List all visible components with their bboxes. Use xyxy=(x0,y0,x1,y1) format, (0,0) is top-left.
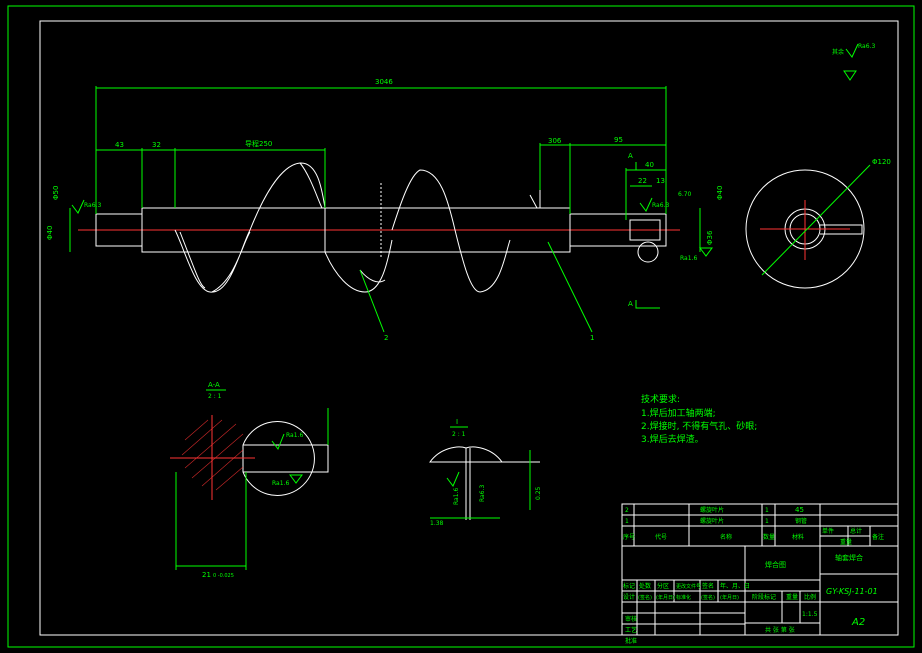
detail-scale: 2 : 1 xyxy=(452,431,466,438)
svg-text:分区: 分区 xyxy=(657,582,669,590)
corner-roughness: 其余 Ra6.3 xyxy=(832,43,875,81)
dim-key-c: 6.70 xyxy=(678,191,692,198)
svg-text:标准化: 标准化 xyxy=(676,594,691,601)
dim-detail: 0.25 xyxy=(535,486,542,500)
detail-i: I 2 : 1 0.25 1.38 Ra1.6 Ra6.3 xyxy=(429,418,542,527)
dim-right-sleeve: 306 xyxy=(548,137,562,145)
svg-text:螺旋叶片: 螺旋叶片 xyxy=(700,506,724,514)
dim-left-step: 32 xyxy=(152,141,161,149)
main-view: 3046 43 32 导程250 306 95 40 22 13 6.70 Φ5… xyxy=(46,78,724,342)
dim-section-width: 21 xyxy=(202,571,211,579)
section-scale: 2 : 1 xyxy=(208,393,222,400)
svg-text:45: 45 xyxy=(795,506,804,514)
section-a-a: A-A 2 : 1 21 0 -0.025 Ra1.6 Ra1.6 xyxy=(170,381,329,579)
svg-text:阶段标记: 阶段标记 xyxy=(752,593,776,601)
svg-text:代号: 代号 xyxy=(655,533,667,541)
svg-text:比例: 比例 xyxy=(804,593,816,601)
svg-text:标记: 标记 xyxy=(623,582,635,590)
svg-text:1: 1 xyxy=(625,518,629,525)
ra-detail-b: Ra6.3 xyxy=(479,485,486,502)
ra-section-top: Ra1.6 xyxy=(286,432,303,439)
dim-left-d1: Φ50 xyxy=(52,186,60,200)
spiral-flight-mid xyxy=(324,169,511,293)
svg-text:批准: 批准 xyxy=(625,637,637,645)
key-end-circle xyxy=(637,241,659,263)
svg-text:Ra6.3: Ra6.3 xyxy=(858,43,875,50)
svg-text:备注: 备注 xyxy=(872,533,884,541)
dim-left-d2: Φ40 xyxy=(46,226,54,240)
part-name: 轴套焊合 xyxy=(835,553,863,562)
dim-overall: 3046 xyxy=(375,78,393,86)
svg-text:序号: 序号 xyxy=(623,533,635,541)
svg-text:1: 1 xyxy=(765,507,769,514)
svg-text:2: 2 xyxy=(625,507,629,514)
dim-outer-dia: Φ120 xyxy=(872,158,891,166)
note-3: 3.焊后去焊渣。 xyxy=(641,433,704,445)
svg-text:重量: 重量 xyxy=(786,593,798,601)
svg-text:1: 1 xyxy=(765,518,769,525)
svg-text:更改文件号: 更改文件号 xyxy=(676,583,701,590)
drawing-name: 焊合图 xyxy=(765,560,786,569)
ra-right-top: Ra6.3 xyxy=(652,202,669,209)
svg-text:签名: 签名 xyxy=(702,582,714,590)
end-view: Φ120 xyxy=(745,158,891,289)
svg-text:工艺: 工艺 xyxy=(625,626,637,634)
scale-value: 1:1.5 xyxy=(802,611,818,618)
note-2: 2.焊接时, 不得有气孔、砂眼; xyxy=(641,420,757,432)
section-title: A-A xyxy=(208,381,220,389)
keyway xyxy=(629,219,661,241)
section-marker-top: A xyxy=(628,152,633,160)
svg-text:设计: 设计 xyxy=(623,593,635,601)
svg-text:(年月日): (年月日) xyxy=(720,594,739,601)
dim-right-end: 95 xyxy=(614,136,623,144)
dim-key-b: 13 xyxy=(656,177,665,185)
svg-text:钢管: 钢管 xyxy=(795,517,807,525)
ra-detail-a: Ra1.6 xyxy=(453,488,460,505)
svg-text:年、月、日: 年、月、日 xyxy=(720,582,750,590)
svg-text:(年月日): (年月日) xyxy=(656,594,675,601)
dim-right-d1: Φ40 xyxy=(716,186,724,200)
dim-detail-width: 1.38 xyxy=(430,520,444,527)
svg-text:审核: 审核 xyxy=(625,615,637,623)
svg-text:名称: 名称 xyxy=(720,533,732,541)
note-1: 1.焊后加工轴两端; xyxy=(641,407,716,419)
svg-text:数量: 数量 xyxy=(763,533,775,541)
svg-text:其余: 其余 xyxy=(832,48,844,56)
outer-frame xyxy=(7,5,915,648)
sheet-size: A2 xyxy=(851,617,865,628)
title-block xyxy=(621,503,899,636)
dim-key-a: 22 xyxy=(638,177,647,185)
balloon-1: 1 xyxy=(590,334,594,342)
svg-text:单件: 单件 xyxy=(822,527,834,535)
dim-right-d2: Φ36 xyxy=(706,230,714,245)
section-marker-bottom: A xyxy=(628,300,633,308)
ra-section-bottom: Ra1.6 xyxy=(272,480,289,487)
svg-text:重量: 重量 xyxy=(840,538,852,546)
right-shaft-end xyxy=(569,213,667,247)
dim-keyway-len: 40 xyxy=(645,161,654,169)
ra-right-bottom: Ra1.6 xyxy=(680,255,697,262)
notes-title: 技术要求: xyxy=(641,393,680,405)
svg-text:螺旋叶片: 螺旋叶片 xyxy=(700,517,724,525)
balloon-2: 2 xyxy=(384,334,388,342)
svg-text:材料: 材料 xyxy=(792,533,804,541)
technical-notes: 技术要求: 1.焊后加工轴两端; 2.焊接时, 不得有气孔、砂眼; 3.焊后去焊… xyxy=(641,393,757,445)
spiral-flight-left xyxy=(174,162,326,293)
dim-left-end: 43 xyxy=(115,141,124,149)
title-block-text: 2 螺旋叶片 1 45 1 螺旋叶片 1 钢管 序号 代号 名称 数量 材料 单… xyxy=(623,506,884,645)
svg-text:处数: 处数 xyxy=(639,582,651,590)
ra-left: Ra6.3 xyxy=(84,202,101,209)
inner-frame xyxy=(39,20,899,636)
svg-text:总计: 总计 xyxy=(850,527,862,535)
detail-title: I xyxy=(456,418,458,426)
dim-pitch: 导程250 xyxy=(245,139,272,148)
svg-text:(签名): (签名) xyxy=(638,594,652,601)
flight-end xyxy=(529,190,541,209)
svg-text:(签名): (签名) xyxy=(701,594,715,601)
sheet-info: 共 张 第 张 xyxy=(765,626,795,634)
drawing-no: GY-KSJ-11-01 xyxy=(826,587,878,596)
dim-section-tol: 0 -0.025 xyxy=(213,573,234,579)
